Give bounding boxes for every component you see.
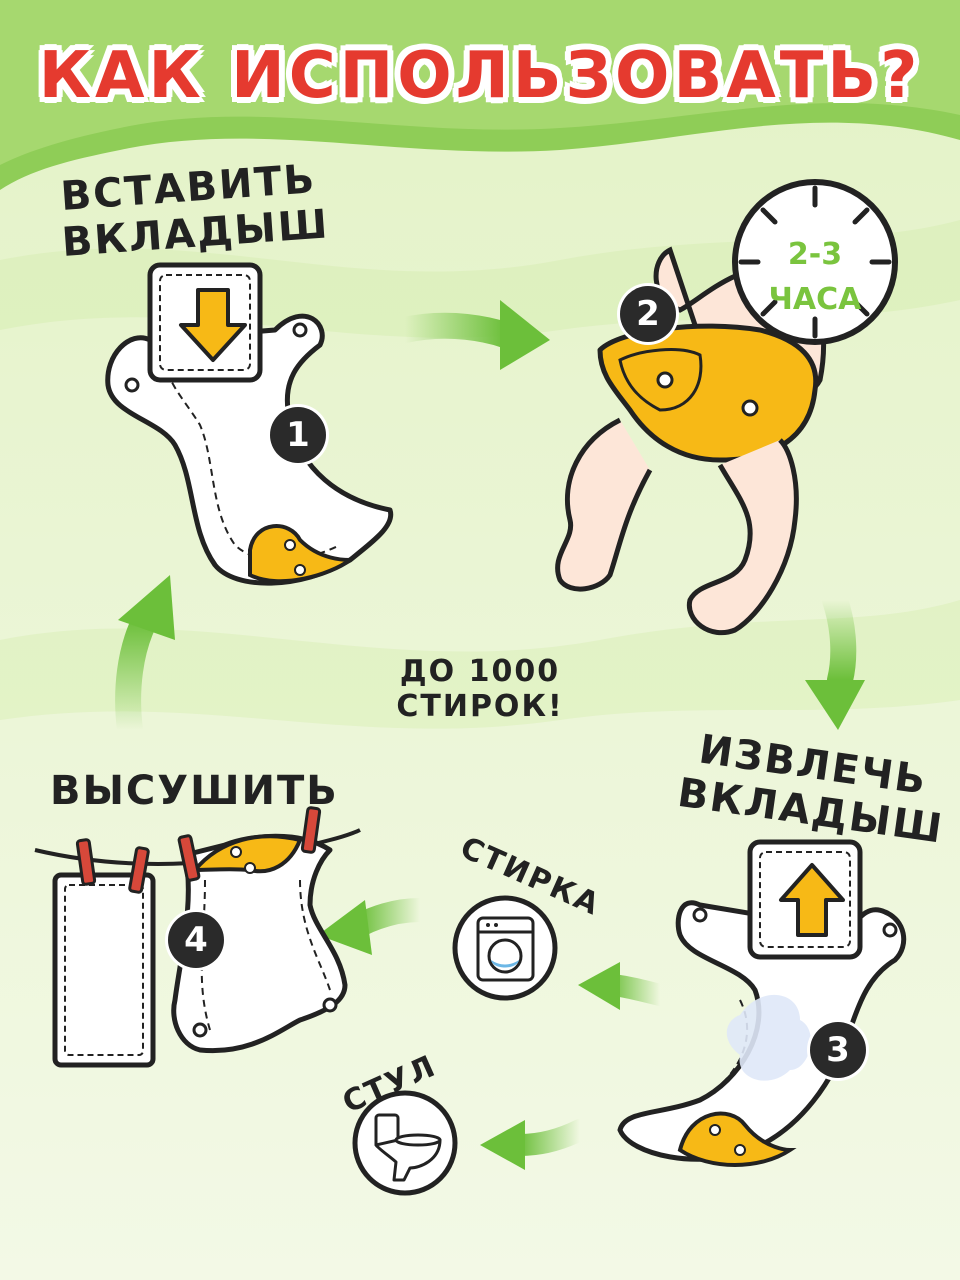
- step1-label: ВСТАВИТЬ ВКЛАДЫШ: [57, 156, 331, 266]
- step4-liner-illustration: [52, 872, 156, 1068]
- step2-number-badge: 2: [620, 286, 676, 342]
- step4-number-badge: 4: [168, 912, 224, 968]
- up-arrow-icon: [779, 863, 845, 937]
- washes-line1: ДО 1000: [399, 654, 561, 689]
- clothespin-icon: [75, 806, 322, 894]
- flow-arrow-to-wash: [578, 962, 671, 1010]
- step1-number-badge: 1: [270, 407, 326, 463]
- washing-machine-icon: [476, 916, 535, 982]
- flow-arrow-4-to-1: [115, 575, 175, 743]
- flow-arrow-1-to-2: [392, 300, 550, 370]
- duration-unit: ЧАСА: [768, 282, 862, 317]
- flow-arrow-to-stool: [480, 1119, 591, 1170]
- flow-arrow-2-to-3: [805, 587, 865, 730]
- clock-icon: [732, 179, 898, 345]
- flow-arrow-wash-to-dry: [318, 898, 432, 955]
- page-title: КАК ИСПОЛЬЗОВАТЬ?: [38, 39, 922, 113]
- washes-line2: СТИРОК!: [396, 688, 564, 724]
- step3-number-badge: 3: [810, 1022, 866, 1078]
- step3-diaper-illustration: [617, 839, 907, 1167]
- step4-label: ВЫСУШИТЬ: [50, 768, 339, 814]
- down-arrow-icon: [179, 288, 247, 362]
- toilet-icon: [374, 1113, 442, 1182]
- duration-label: 2-3 ЧАСА: [740, 232, 890, 322]
- duration-value: 2-3: [787, 237, 843, 272]
- washes-count-label: ДО 1000 СТИРОК!: [360, 654, 600, 724]
- step4-diaper-illustration: [171, 833, 348, 1054]
